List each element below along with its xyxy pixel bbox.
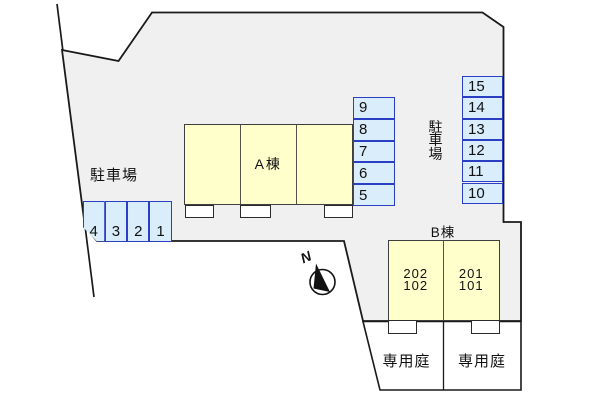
parking-space-12: 12 [462,139,503,162]
parking-space-10: 10 [462,182,503,204]
building-b-unit-201-101: 201 101 [444,241,499,320]
building-a-label: A棟 [254,156,282,173]
compass [309,263,336,296]
garden-area [361,320,522,391]
parking-space-4: 4 [82,200,105,242]
parking-label-east: 駐車場 [428,118,443,162]
unit-upper-number: 201 [458,265,484,281]
garden-label-west: 専用庭 [382,353,431,370]
garden-label-east: 専用庭 [457,353,506,370]
building-b: 202 102 201 101 [387,240,500,321]
parking-space-15: 15 [462,76,503,98]
building-a-section-1 [185,124,241,204]
porch [240,204,271,218]
building-b-label: B棟 [430,225,456,240]
porch [388,320,417,334]
building-a: A棟 [184,123,353,205]
parking-space-5: 5 [353,184,395,206]
parking-space-8: 8 [353,118,395,141]
parking-space-6: 6 [353,162,395,185]
building-a-section-2: A棟 [241,124,297,204]
porch [470,320,500,334]
compass-needle-icon [313,263,330,292]
building-a-section-3 [297,125,352,205]
unit-upper-number: 202 [403,265,429,281]
parking-space-3: 3 [104,200,128,242]
parking-space-7: 7 [353,140,395,163]
parking-label-west: 駐車場 [90,167,139,184]
unit-lower-number: 101 [458,278,484,294]
parking-space-2: 2 [127,200,150,242]
parking-space-14: 14 [462,97,503,119]
parking-space-1: 1 [149,200,172,242]
parking-space-9: 9 [353,97,395,119]
unit-lower-number: 102 [403,278,429,294]
parking-space-11: 11 [462,161,503,183]
building-b-unit-202-102: 202 102 [389,241,444,320]
porch [324,204,353,218]
parking-space-13: 13 [462,118,503,140]
porch [185,204,214,218]
